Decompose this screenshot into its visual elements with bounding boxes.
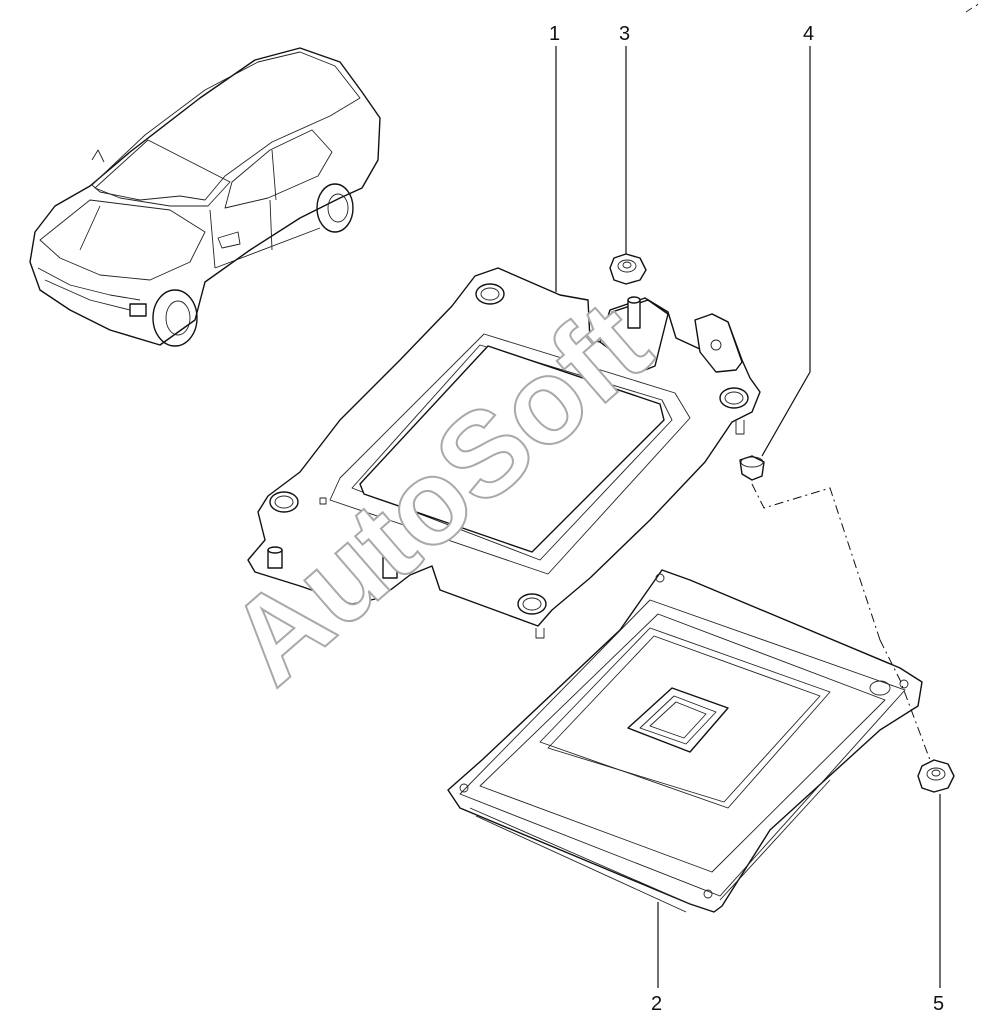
part-1-bracket <box>247 267 761 639</box>
callout-1: 1 <box>549 23 560 45</box>
assembly-axis-lines <box>751 483 931 761</box>
part-2-control-unit <box>447 569 923 913</box>
part-5-nut <box>917 759 955 793</box>
callout-3: 3 <box>619 23 630 45</box>
corner-mark <box>965 3 979 13</box>
part-4-spacer <box>739 455 765 481</box>
leader-lines <box>555 46 941 988</box>
car-illustration <box>29 47 381 347</box>
callout-5: 5 <box>933 993 944 1015</box>
part-3-nut <box>609 253 647 285</box>
callout-2: 2 <box>651 993 662 1015</box>
callout-4: 4 <box>803 23 814 45</box>
